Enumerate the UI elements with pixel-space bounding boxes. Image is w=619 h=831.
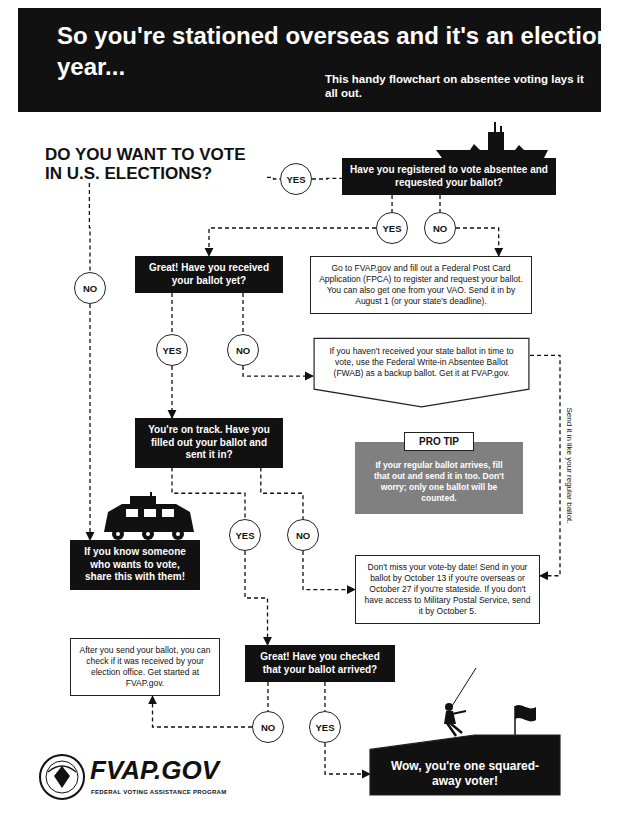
flow-connector — [245, 551, 268, 645]
node-text: Don't miss your vote-by date! Send in yo… — [364, 562, 531, 617]
instruction-box: Go to FVAP.gov and fill out a Federal Po… — [310, 256, 532, 314]
answer-circle: YES — [280, 163, 312, 195]
flow-connector — [267, 682, 268, 711]
share-box: If you know someone who wants to vote, s… — [70, 540, 200, 590]
flow-connector — [267, 177, 280, 179]
logo-wordmark: FVAP.GOV — [90, 757, 290, 783]
node-text: Great! Have you received your ballot yet… — [143, 262, 275, 287]
node-text: YES — [286, 174, 305, 185]
node-text: If you know someone who wants to vote, s… — [78, 546, 192, 584]
node-text: NO — [236, 345, 250, 356]
decision-box: Great! Have you received your ballot yet… — [135, 256, 283, 293]
deadline-box: Don't miss your vote-by date! Send in yo… — [355, 555, 540, 624]
answer-circle: NO — [424, 212, 456, 244]
result-hill: Wow, you're one squared-away voter! — [370, 735, 560, 795]
flow-connector — [89, 304, 90, 540]
flow-connector — [171, 293, 172, 334]
node-text: Have you registered to vote absentee and… — [350, 164, 548, 189]
flow-connector — [312, 178, 342, 180]
decision-box: You're on track. Have you filled out you… — [135, 418, 283, 468]
node-text: Great! Have you checked that your ballot… — [253, 651, 387, 676]
flow-connector — [153, 696, 253, 727]
aircraft-carrier — [436, 122, 548, 158]
flow-connector — [261, 468, 303, 520]
flow-connector — [303, 551, 355, 590]
node-text: Wow, you're one squared-away voter! — [380, 759, 550, 789]
node-text: YES — [382, 223, 401, 234]
node-text: NO — [261, 722, 275, 733]
instruction-box: After you send your ballot, you can chec… — [70, 638, 220, 696]
department-seal — [40, 755, 84, 799]
answer-circle: NO — [74, 272, 106, 304]
decision-box: Great! Have you checked that your ballot… — [245, 645, 395, 682]
node-text: YES — [162, 345, 181, 356]
question-heading: DO YOU WANT TO VOTE IN U.S. ELECTIONS? — [45, 145, 267, 183]
flow-connector — [242, 293, 243, 334]
flow-connector — [325, 743, 370, 774]
answer-circle: NO — [287, 519, 319, 551]
armored-vehicle — [104, 492, 194, 540]
connector-label: Send it in like your regular ballot. — [565, 405, 574, 525]
answer-circle: NO — [227, 334, 259, 366]
flow-connector — [530, 355, 560, 575]
flow-connector — [172, 468, 245, 520]
node-text: You're on track. Have you filled out you… — [143, 424, 275, 462]
node-text: NO — [296, 530, 310, 541]
subtitle: This handy flowchart on absentee voting … — [325, 72, 590, 101]
node-text: YES — [315, 722, 334, 733]
node-text: After you send your ballot, you can chec… — [79, 645, 211, 689]
flow-connector — [391, 195, 392, 212]
answer-circle: YES — [229, 519, 261, 551]
answer-circle: YES — [376, 212, 408, 244]
logo-caption: FEDERAL VOTING ASSISTANCE PROGRAM — [91, 789, 291, 795]
node-text: Go to FVAP.gov and fill out a Federal Po… — [319, 263, 523, 307]
arrow-callout: If you haven't received your state ballo… — [313, 338, 530, 407]
answer-circle: YES — [309, 711, 341, 743]
node-text: NO — [83, 283, 97, 294]
decision-box: Have you registered to vote absentee and… — [342, 158, 556, 195]
node-text: If your regular ballot arrives, fill tha… — [367, 460, 511, 504]
rappelling-soldier — [444, 668, 476, 736]
node-text: YES — [235, 530, 254, 541]
node-text: If you haven't received your state ballo… — [327, 346, 516, 379]
flow-connector — [243, 366, 313, 376]
tip-heading: PRO TIP — [404, 432, 474, 451]
flow-connector — [456, 228, 499, 256]
answer-circle: NO — [252, 711, 284, 743]
flow-connector — [324, 682, 325, 711]
flag — [515, 705, 536, 738]
flow-connector — [171, 366, 172, 418]
node-text: DO YOU WANT TO VOTE IN U.S. ELECTIONS? — [45, 145, 267, 183]
flow-connector — [439, 195, 440, 212]
node-text: NO — [433, 223, 447, 234]
flow-connector — [209, 228, 376, 256]
flow-connector — [89, 183, 91, 272]
answer-circle: YES — [156, 334, 188, 366]
pro-tip-box: PRO TIPIf your regular ballot arrives, f… — [355, 442, 523, 514]
